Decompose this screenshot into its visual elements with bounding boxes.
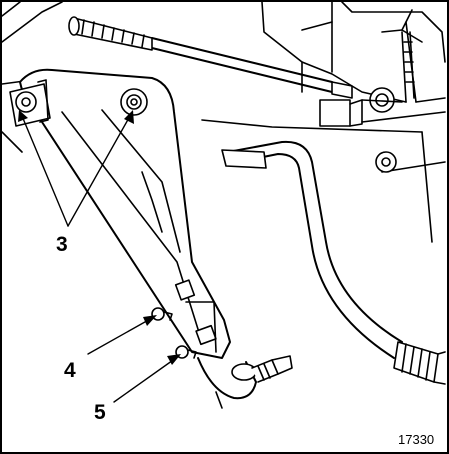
ball-joint-stud [197, 355, 293, 409]
curved-linkage-rod [221, 140, 403, 359]
mounting-bolt-left [9, 79, 51, 127]
mounting-bolt-right [120, 88, 148, 116]
bracket-bolt-right [369, 87, 397, 173]
callout-3-label: 3 [56, 233, 68, 256]
callout-leaders [18, 110, 181, 403]
rod-end-nut [319, 99, 403, 127]
nut-callout-4 [151, 307, 173, 321]
callout-5-label: 5 [94, 401, 106, 424]
control-rod-with-boot [68, 16, 353, 99]
callout-4-label: 4 [64, 359, 76, 382]
threaded-end-fitting [393, 341, 446, 385]
ribbed-bracket [401, 31, 415, 103]
pedal-lever-arm [19, 68, 231, 359]
vehicle-bodywork [2, 2, 446, 243]
figure-reference-number: 17330 [398, 432, 435, 447]
